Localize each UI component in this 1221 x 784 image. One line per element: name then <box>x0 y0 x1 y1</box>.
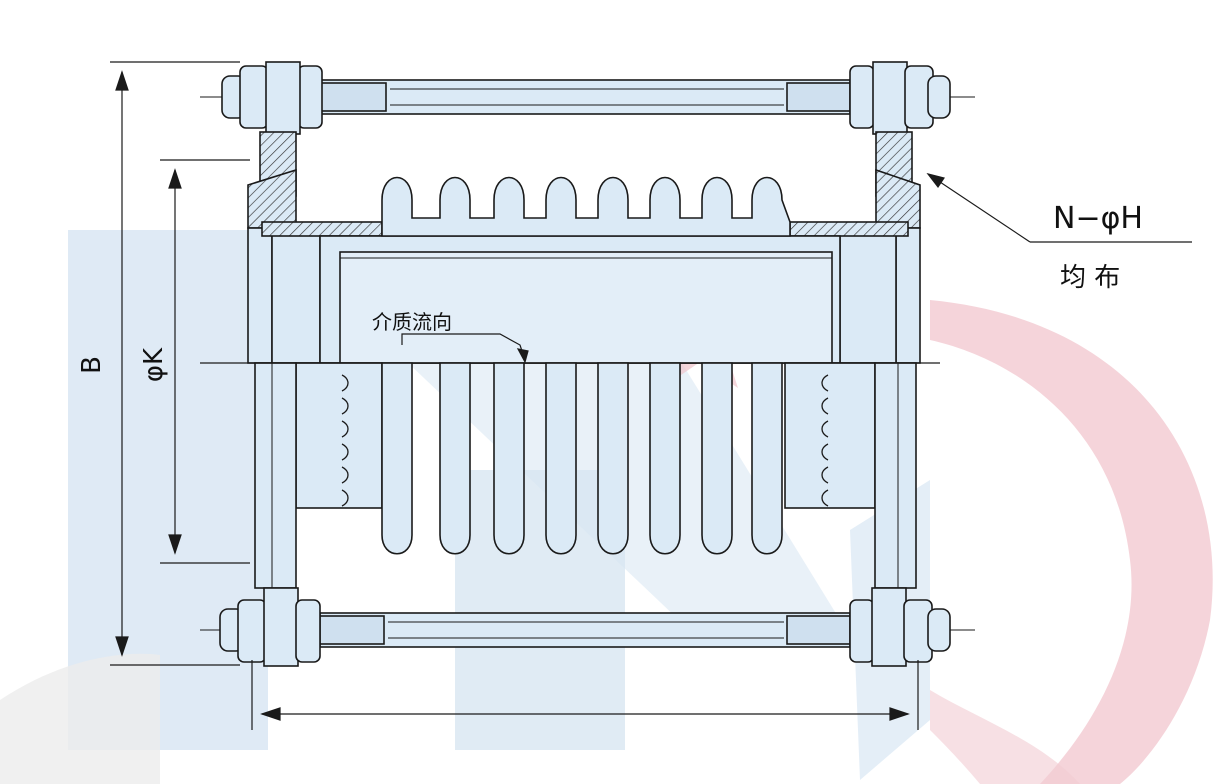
inner-sleeve <box>319 235 841 364</box>
watermark-red-sweep <box>930 690 1080 784</box>
top-tie-rod <box>319 79 851 115</box>
watermark-grey-swoosh <box>0 653 160 784</box>
top-left-nut-outer <box>239 65 269 129</box>
top-left-lug <box>265 61 301 135</box>
distribution-label: 均 布 <box>1060 263 1120 293</box>
right-flange-section <box>789 131 921 364</box>
right-flange-plate <box>874 362 917 589</box>
top-right-lug <box>872 61 908 135</box>
bellows-lower-view <box>254 362 917 589</box>
dimension-lines <box>110 61 1192 730</box>
top-tie-rod-assembly <box>200 61 975 135</box>
top-rod-thread-left <box>319 82 387 112</box>
left-flange-section <box>247 131 383 364</box>
top-right-washer <box>927 75 951 119</box>
right-pipe-end <box>784 362 876 509</box>
left-pipe-end <box>295 362 383 509</box>
left-flange-plate <box>254 362 297 589</box>
bottom-tie-rod <box>319 612 851 648</box>
watermark-red-arc <box>930 300 1213 784</box>
dimension-b-label: B <box>77 356 107 374</box>
holes-label: N−φH <box>1053 201 1143 236</box>
dimension-k-label: φK <box>139 347 169 382</box>
bellows-top-convolutions <box>381 176 791 237</box>
top-left-nut-inner <box>297 65 323 129</box>
top-right-nut-inner <box>849 65 875 129</box>
bottom-tie-rod-assembly <box>200 587 975 667</box>
top-rod-thread-right <box>786 82 851 112</box>
flow-direction-label: 介质流向 <box>372 310 452 334</box>
